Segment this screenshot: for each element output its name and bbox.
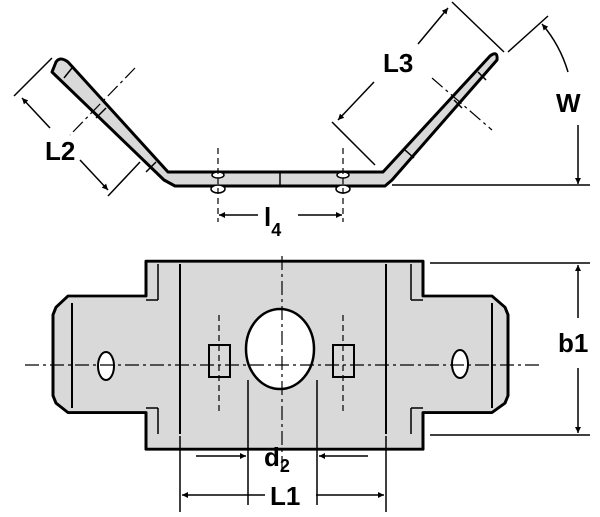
center-hole xyxy=(244,307,316,391)
dimension-W: W xyxy=(392,15,590,186)
dimension-L3: L3 xyxy=(331,1,505,166)
label-L1: L1 xyxy=(270,481,300,511)
label-l4: l4 xyxy=(264,202,281,240)
label-b1: b1 xyxy=(558,328,588,358)
dimension-L1: L1 xyxy=(179,436,387,512)
label-d2: d2 xyxy=(264,442,290,476)
dimension-l4: l4 xyxy=(219,202,342,240)
side-view xyxy=(50,52,499,222)
tab-hole-left xyxy=(97,351,115,381)
dimension-d2: d2 xyxy=(196,380,368,505)
plan-view xyxy=(25,256,540,470)
dimension-b1: b1 xyxy=(430,262,590,436)
tab-hole-right xyxy=(451,349,469,379)
label-L3: L3 xyxy=(383,48,413,78)
dimension-L2: L2 xyxy=(13,57,141,197)
bent-part-profile xyxy=(50,52,499,188)
label-L2: L2 xyxy=(45,136,75,166)
label-W: W xyxy=(556,88,581,118)
tip-line-left xyxy=(63,67,73,79)
